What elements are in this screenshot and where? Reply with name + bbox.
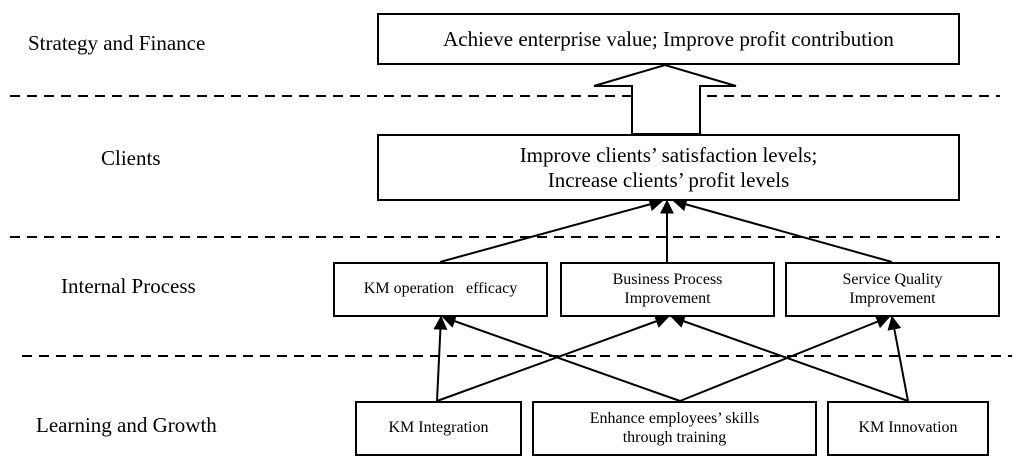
bpi-text-line1: Business Process xyxy=(612,271,723,289)
sqi-text-line1: Service Quality xyxy=(842,271,943,289)
arrow-innovation-to-sqi xyxy=(887,315,909,402)
goal-box: Achieve enterprise value; Improve profit… xyxy=(377,13,960,65)
goal-text: Achieve enterprise value; Improve profit… xyxy=(443,26,894,51)
km-integration-box: KM Integration xyxy=(355,401,522,456)
arrow-integration-to-efficacy xyxy=(433,315,448,402)
clients-box: Improve clients’ satisfaction levels; In… xyxy=(377,134,960,201)
arrow-training-to-sqi xyxy=(679,315,891,402)
arrow-innovation-to-bpi xyxy=(670,314,909,402)
arrow-sqi-to-clients xyxy=(672,197,893,263)
km-efficacy-box: KM operation efficacy xyxy=(333,262,548,317)
arrow-integration-to-bpi xyxy=(436,314,670,402)
km-efficacy-text: KM operation efficacy xyxy=(363,280,518,298)
arrow-training-to-efficacy xyxy=(441,314,681,402)
training-text-line2: through training xyxy=(622,428,727,446)
km-innovation-text: KM Innovation xyxy=(858,419,958,437)
level-internal-process: Internal Process xyxy=(61,274,196,298)
sqi-box: Service Quality Improvement xyxy=(785,262,1000,317)
training-box: Enhance employees’ skills through traini… xyxy=(532,401,817,456)
clients-text-line2: Increase clients’ profit levels xyxy=(547,167,790,192)
clients-text-line1: Improve clients’ satisfaction levels; xyxy=(519,143,818,168)
bpi-box: Business Process Improvement xyxy=(560,262,775,317)
km-innovation-box: KM Innovation xyxy=(827,401,989,456)
arrow-efficacy-to-clients xyxy=(439,197,664,263)
hollow-up-arrow xyxy=(593,63,737,135)
level-clients: Clients xyxy=(101,146,161,170)
bpi-text-line2: Improvement xyxy=(624,289,711,307)
level-learning-growth: Learning and Growth xyxy=(36,413,217,437)
level-strategy-finance: Strategy and Finance xyxy=(28,31,206,55)
training-text-line1: Enhance employees’ skills xyxy=(589,410,760,428)
km-integration-text: KM Integration xyxy=(388,419,489,437)
sqi-text-line2: Improvement xyxy=(849,289,936,307)
